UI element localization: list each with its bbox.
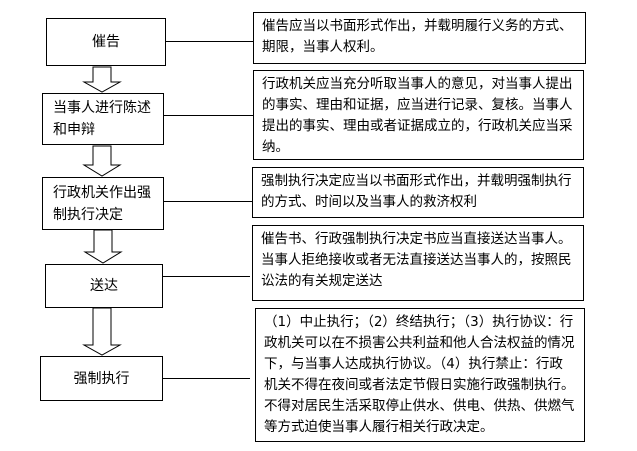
connector-line [166, 41, 253, 42]
note-cuigao: 催告应当以书面形式作出，并载明履行义务的方式、期限，当事人权利。 [253, 12, 586, 64]
step-label: 送达 [90, 278, 118, 294]
step-statement-defense: 当事人进行陈述和申辩 [42, 93, 164, 145]
note-text: 行政机关应当充分听取当事人的意见，对当事人提出的事实、理由和证据，应当进行记录、… [262, 76, 573, 155]
down-arrow-icon [82, 145, 122, 177]
step-enforcement: 强制执行 [40, 356, 163, 401]
note-text: 催告应当以书面形式作出，并载明履行义务的方式、期限，当事人权利。 [262, 18, 573, 55]
step-label: 强制执行 [73, 370, 130, 387]
connector-line [164, 201, 253, 202]
note-statement-defense: 行政机关应当充分听取当事人的意见，对当事人提出的事实、理由和证据，应当进行记录、… [253, 70, 584, 160]
note-text: （1）中止执行；（2）终结执行；（3）执行协议：行政机关可以在不损害公共利益和他… [264, 314, 575, 435]
note-text: 催告书、行政强制执行决定书应当直接送达当事人。当事人拒绝接收或者无法直接送达当事… [261, 231, 572, 289]
note-delivery: 催告书、行政强制执行决定书应当直接送达当事人。当事人拒绝接收或者无法直接送达当事… [252, 225, 584, 301]
connector-line [164, 115, 253, 116]
step-label: 当事人进行陈述和申辩 [53, 100, 151, 138]
down-arrow-icon [82, 307, 122, 356]
step-delivery: 送达 [45, 264, 163, 308]
connector-line [163, 276, 250, 277]
connector-line [163, 378, 250, 379]
note-enforcement: （1）中止执行；（2）终结执行；（3）执行协议：行政机关可以在不损害公共利益和他… [255, 308, 585, 442]
step-cuigao: 催告 [46, 18, 166, 66]
down-arrow-icon [82, 66, 122, 93]
step-label: 行政机关作出强制执行决定 [53, 184, 151, 223]
down-arrow-icon [83, 229, 123, 264]
step-label: 催告 [92, 34, 120, 50]
step-enforcement-decision: 行政机关作出强制执行决定 [42, 177, 164, 230]
note-text: 强制执行决定应当以书面形式作出，并载明强制执行的方式、时间以及当事人的救济权利 [261, 173, 572, 210]
note-enforcement-decision: 强制执行决定应当以书面形式作出，并载明强制执行的方式、时间以及当事人的救济权利 [252, 167, 584, 218]
